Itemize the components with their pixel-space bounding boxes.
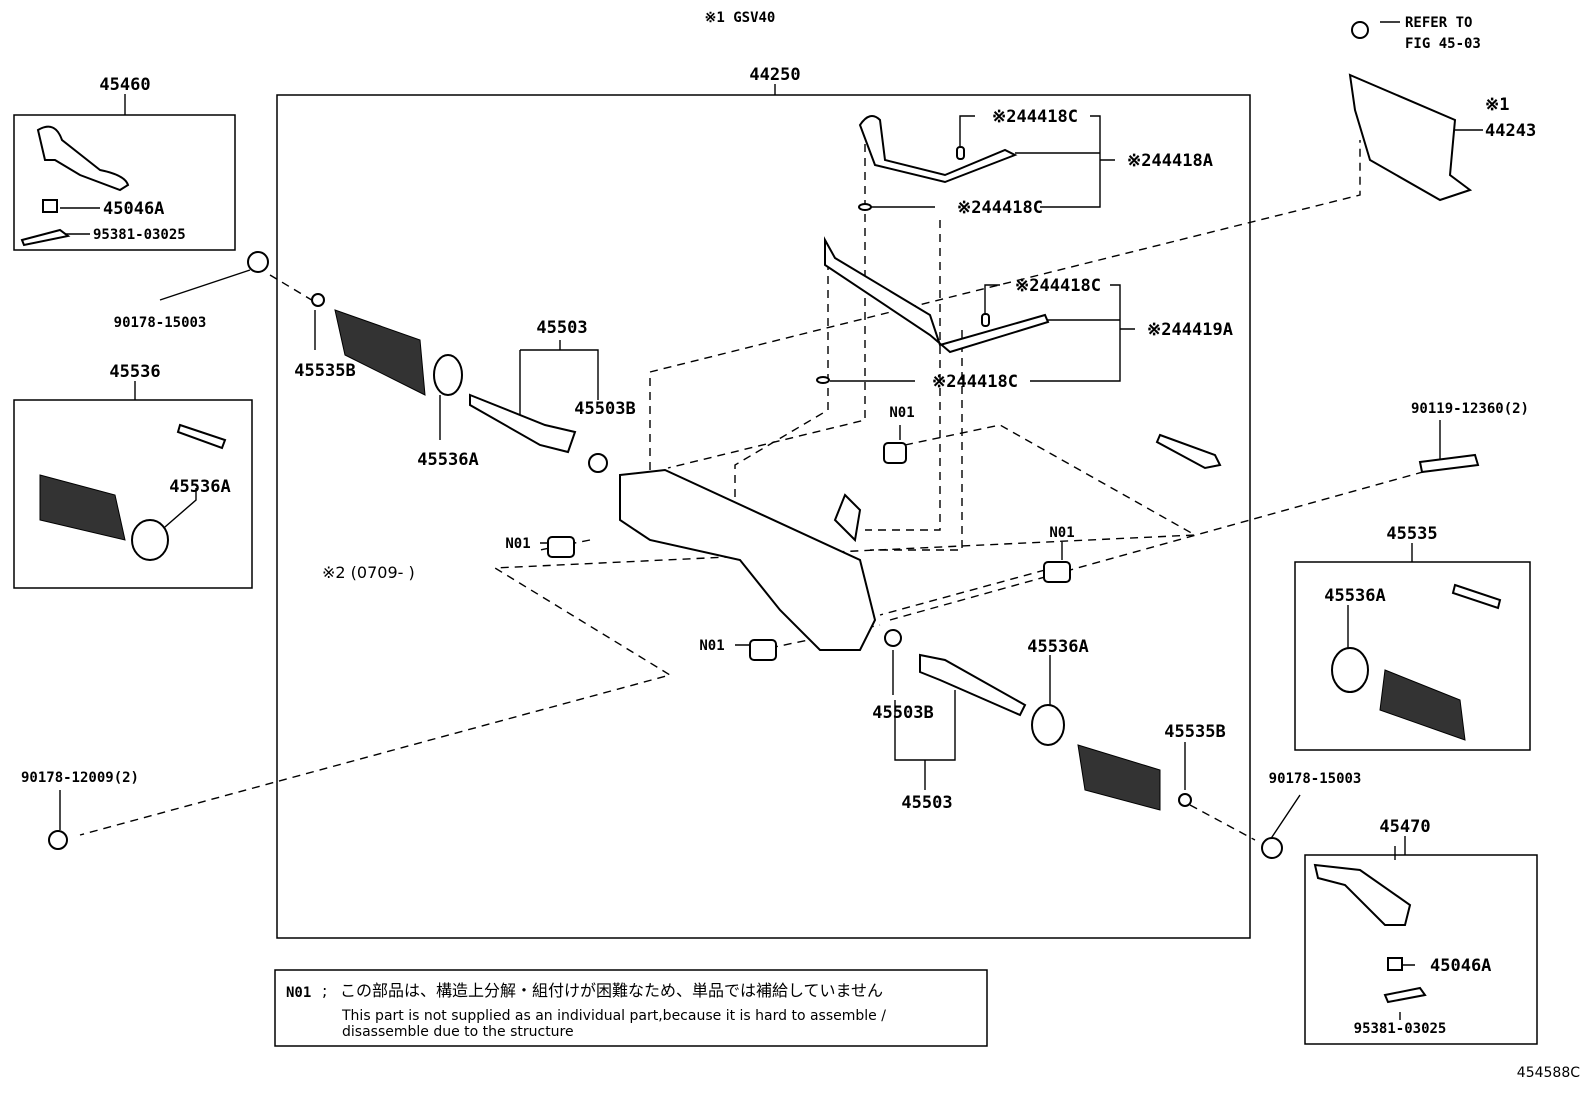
label-45503b-rh: 45503B bbox=[872, 703, 933, 723]
label-90178-12009: 90178-12009(2) bbox=[21, 770, 139, 786]
label-45535b-lh: 45535B bbox=[294, 361, 355, 381]
diagram-title: ※1 GSV40 bbox=[705, 10, 776, 26]
assembly-frame bbox=[276, 94, 1251, 939]
label-45503-rh: 45503 bbox=[901, 793, 952, 813]
label-n01-c: N01 bbox=[1049, 525, 1074, 541]
label-44418a: ※244418A bbox=[1127, 151, 1213, 171]
label-45535b-rh: 45535B bbox=[1164, 722, 1225, 742]
label-45046a-lh: 45046A bbox=[103, 199, 164, 219]
label-44418c-2: ※244418C bbox=[957, 198, 1043, 218]
bolt-shape bbox=[1418, 453, 1480, 474]
label-90178-15003-left: 90178-15003 bbox=[114, 315, 207, 331]
label-45536: 45536 bbox=[109, 362, 160, 382]
figure-id: 454588C bbox=[1517, 1065, 1580, 1081]
label-45536a-kit-rh: 45536A bbox=[1324, 586, 1385, 606]
label-45536a-kit-lh: 45536A bbox=[169, 477, 230, 497]
label-44418c-1: ※244418C bbox=[992, 107, 1078, 127]
notice-separator: ; bbox=[322, 981, 327, 1000]
leader-lines bbox=[59, 21, 1483, 1020]
label-n01-b: N01 bbox=[889, 405, 914, 421]
label-95381-lh: 95381-03025 bbox=[93, 227, 186, 243]
rack-end-rh-shape bbox=[919, 653, 1027, 717]
part-shapes bbox=[20, 21, 1502, 1004]
tie-rod-end-rh-shape bbox=[1313, 863, 1412, 926]
label-45536a-lh: 45536A bbox=[417, 450, 478, 470]
notice-box bbox=[274, 969, 988, 1047]
boot-lh-shape bbox=[334, 309, 426, 396]
label-45503-lh: 45503 bbox=[536, 318, 587, 338]
rack-end-lh-shape bbox=[469, 393, 577, 454]
label-44250: 44250 bbox=[749, 65, 800, 85]
boot-kit-lh-shape bbox=[39, 474, 126, 541]
label-45535: 45535 bbox=[1386, 524, 1437, 544]
cover-shape bbox=[1348, 73, 1473, 202]
tie-rod-end-rh-box bbox=[1304, 854, 1538, 1045]
label-44419a: ※244419A bbox=[1147, 320, 1233, 340]
tube-upper-shape bbox=[858, 115, 1018, 184]
label-45460: 45460 bbox=[99, 75, 150, 95]
label-90119-12360: 90119-12360(2) bbox=[1411, 401, 1529, 417]
nut-lh-shape bbox=[42, 199, 58, 213]
boot-kit-rh-shape bbox=[1379, 669, 1466, 741]
notice-japanese: この部品は、構造上分解・組付けが困難なため、単品では補給していません bbox=[340, 981, 883, 1000]
boot-kit-lh-box bbox=[13, 399, 253, 589]
label-90178-15003-right: 90178-15003 bbox=[1269, 771, 1362, 787]
label-45536a-rh: 45536A bbox=[1027, 637, 1088, 657]
label-n01-a: N01 bbox=[505, 536, 530, 552]
tube-lower-shape bbox=[824, 236, 1050, 354]
label-95381-rh: 95381-03025 bbox=[1354, 1021, 1447, 1037]
label-44243: 44243 bbox=[1485, 121, 1536, 141]
dashed-guides bbox=[79, 130, 1431, 841]
refer-line1: REFER TO bbox=[1405, 15, 1472, 31]
label-45470: 45470 bbox=[1379, 817, 1430, 837]
label-45503b-lh: 45503B bbox=[574, 399, 635, 419]
label-note2: ※2 (0709- ) bbox=[322, 563, 415, 582]
label-45046a-rh: 45046A bbox=[1430, 956, 1491, 976]
notice-code: N01 bbox=[286, 985, 311, 1001]
label-44418c-4: ※244418C bbox=[932, 372, 1018, 392]
steering-rack-shape bbox=[619, 468, 877, 651]
notice-english-line2: disassemble due to the structure bbox=[342, 1024, 574, 1040]
boot-rh-shape bbox=[1077, 744, 1161, 811]
nut-top-left-shape bbox=[247, 251, 269, 273]
tie-rod-end-lh-shape bbox=[36, 125, 130, 192]
refer-line2: FIG 45-03 bbox=[1405, 36, 1481, 52]
label-n01-d: N01 bbox=[699, 638, 724, 654]
pin-lh-shape bbox=[20, 228, 71, 247]
label-cover-mark: ※1 bbox=[1485, 95, 1509, 115]
label-44418c-3: ※244418C bbox=[1015, 276, 1101, 296]
notice-english-line1: This part is not supplied as an individu… bbox=[341, 1008, 886, 1024]
